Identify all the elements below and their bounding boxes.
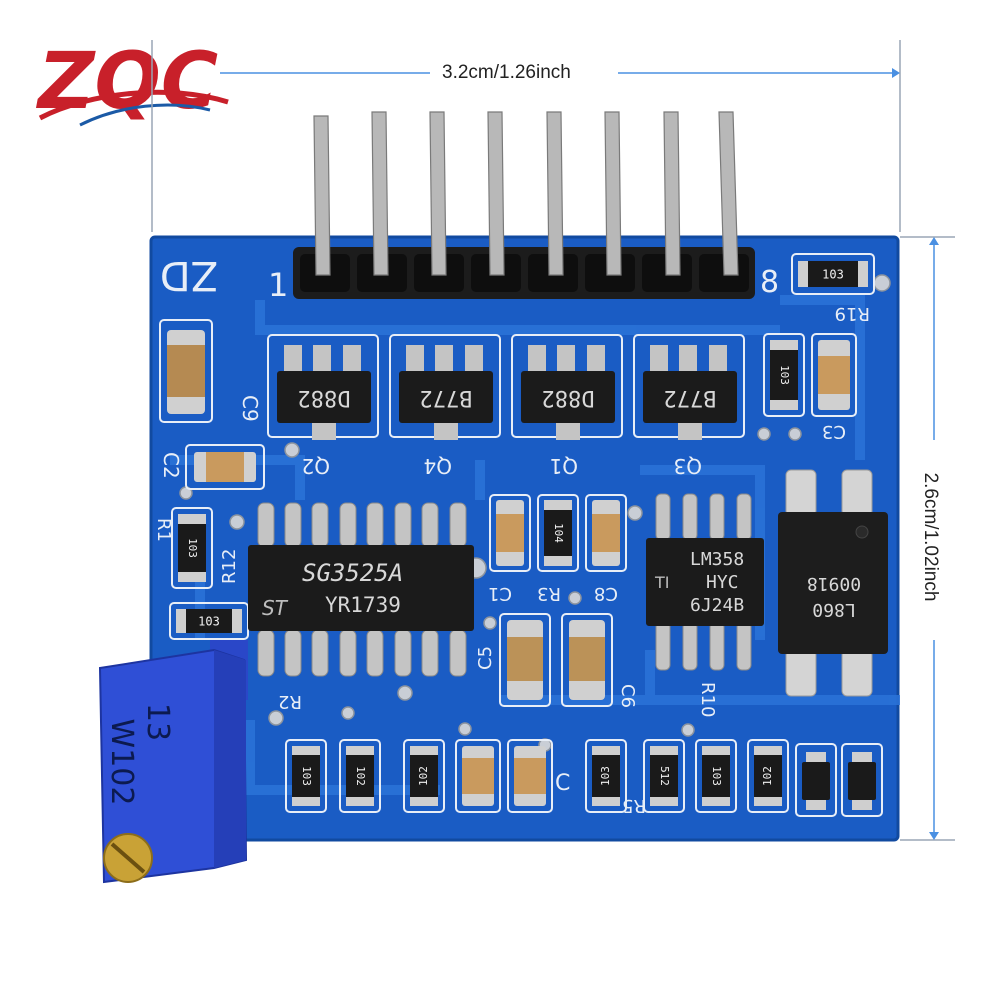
bottom-diode-2	[841, 743, 883, 817]
bottom-resistor-1: 103	[285, 739, 327, 813]
transistor-q4-label: B772	[420, 385, 473, 410]
resistor-top-right-value: 103	[822, 268, 844, 282]
capacitor-c1	[489, 494, 531, 572]
label-r19: R19	[835, 303, 870, 324]
transistor-q4: B772	[389, 334, 501, 440]
label-r3: R3	[537, 583, 561, 604]
resistor-r3: 104	[537, 494, 579, 572]
label-q4: Q4	[424, 454, 452, 478]
bottom-resistor-5: 512	[643, 739, 685, 813]
logo-text: ZQC	[35, 37, 218, 127]
label-r5: R5	[622, 795, 646, 816]
transistor-q2-label: D882	[298, 385, 351, 410]
height-dimension	[900, 236, 955, 841]
resistor-r1-value: 103	[186, 538, 199, 558]
resistor-r12: 103	[169, 602, 249, 640]
resistor-r3-value: 104	[552, 523, 565, 543]
bottom-resistor-6: 103	[695, 739, 737, 813]
svg-text:103: 103	[599, 766, 612, 786]
svg-text:103: 103	[710, 766, 723, 786]
lm358-line2: HYC	[706, 572, 739, 593]
capacitor-c5	[499, 613, 551, 707]
lm358-line1: LM358	[690, 549, 744, 570]
transistor-q1: D882	[511, 334, 623, 440]
width-dimension	[151, 40, 901, 232]
ic-sg3525a: SG3525A ST YR1739	[248, 502, 474, 677]
label-r12: R12	[219, 549, 240, 584]
zqc-logo: ZQC	[35, 37, 229, 127]
label-r1: R1	[153, 518, 174, 542]
bottom-capacitor-1	[455, 739, 501, 813]
pin-header	[293, 111, 755, 299]
resistor-top-right: 103	[791, 253, 875, 295]
sg3525-logo: ST	[262, 596, 289, 620]
label-q1: Q1	[550, 454, 578, 478]
bottom-resistor-2: 102	[339, 739, 381, 813]
resistor-r12-value: 103	[198, 615, 220, 629]
label-zd: ZD	[160, 252, 218, 298]
resistor-right-col-value: 103	[778, 365, 791, 385]
transistor-q2: D882	[267, 334, 379, 440]
potentiometer: 13 W102	[98, 640, 248, 884]
bottom-resistor-4: 103	[585, 739, 627, 813]
bottom-capacitor-2	[507, 739, 553, 813]
bottom-component-row: 103 102 102 103	[285, 739, 883, 817]
resistor-r1: 103	[171, 507, 213, 589]
label-r10: R10	[697, 682, 718, 717]
transistor-q3-label: B772	[664, 385, 717, 410]
svg-text:102: 102	[354, 766, 367, 786]
label-c6: C6	[617, 684, 638, 708]
ic-lm358: LM358 TI HYC 6J24B	[646, 493, 764, 671]
capacitor-c3	[811, 333, 857, 417]
capacitor-c9	[159, 319, 213, 423]
transistor-row: D882 B772 D882 B772	[267, 334, 745, 440]
label-r2: R2	[278, 691, 302, 712]
capacitor-c6	[561, 613, 613, 707]
label-c9: C9	[238, 395, 262, 422]
svg-text:103: 103	[300, 766, 313, 786]
width-dimension-label: 3.2cm/1.26inch	[436, 62, 577, 84]
sg3525-line1: SG3525A	[302, 559, 403, 587]
label-c2: C2	[159, 452, 183, 479]
height-dimension-label: 2.6cm/1.02inch	[919, 466, 941, 608]
label-pin1: 1	[268, 266, 288, 304]
lm358-logo: TI	[654, 573, 670, 592]
transistor-q3: B772	[633, 334, 745, 440]
capacitor-c2	[185, 444, 265, 490]
pot-line2: W102	[104, 719, 139, 806]
bottom-resistor-7: 102	[747, 739, 789, 813]
bottom-resistor-3: 102	[403, 739, 445, 813]
bottom-diode-1	[795, 743, 837, 817]
opto-line2: L860	[812, 599, 855, 620]
label-c1: C1	[488, 583, 512, 604]
label-c: C	[555, 771, 570, 796]
label-c8: C8	[594, 583, 618, 604]
optocoupler: 00918 L860	[778, 469, 888, 697]
label-pin8: 8	[760, 265, 779, 300]
pot-line1: 13	[140, 703, 175, 741]
sg3525-line2: YR1739	[325, 593, 401, 617]
opto-line1: 00918	[807, 573, 861, 594]
label-c5: C5	[475, 646, 496, 670]
logo-swoosh	[38, 89, 229, 121]
resistor-right-col: 103	[763, 333, 805, 417]
svg-text:512: 512	[658, 766, 671, 786]
capacitor-c8	[585, 494, 627, 572]
transistor-q1-label: D882	[542, 385, 595, 410]
label-c3: C3	[822, 421, 846, 442]
svg-text:102: 102	[761, 766, 774, 786]
silkscreen-labels: ZD 1 8 C9 C2 R1 R12 R2 Q2 Q4 Q1 Q3 C1 R3…	[153, 252, 870, 816]
lm358-line3: 6J24B	[690, 595, 744, 616]
svg-text:102: 102	[417, 766, 430, 786]
label-q2: Q2	[302, 454, 330, 478]
label-q3: Q3	[674, 454, 702, 478]
